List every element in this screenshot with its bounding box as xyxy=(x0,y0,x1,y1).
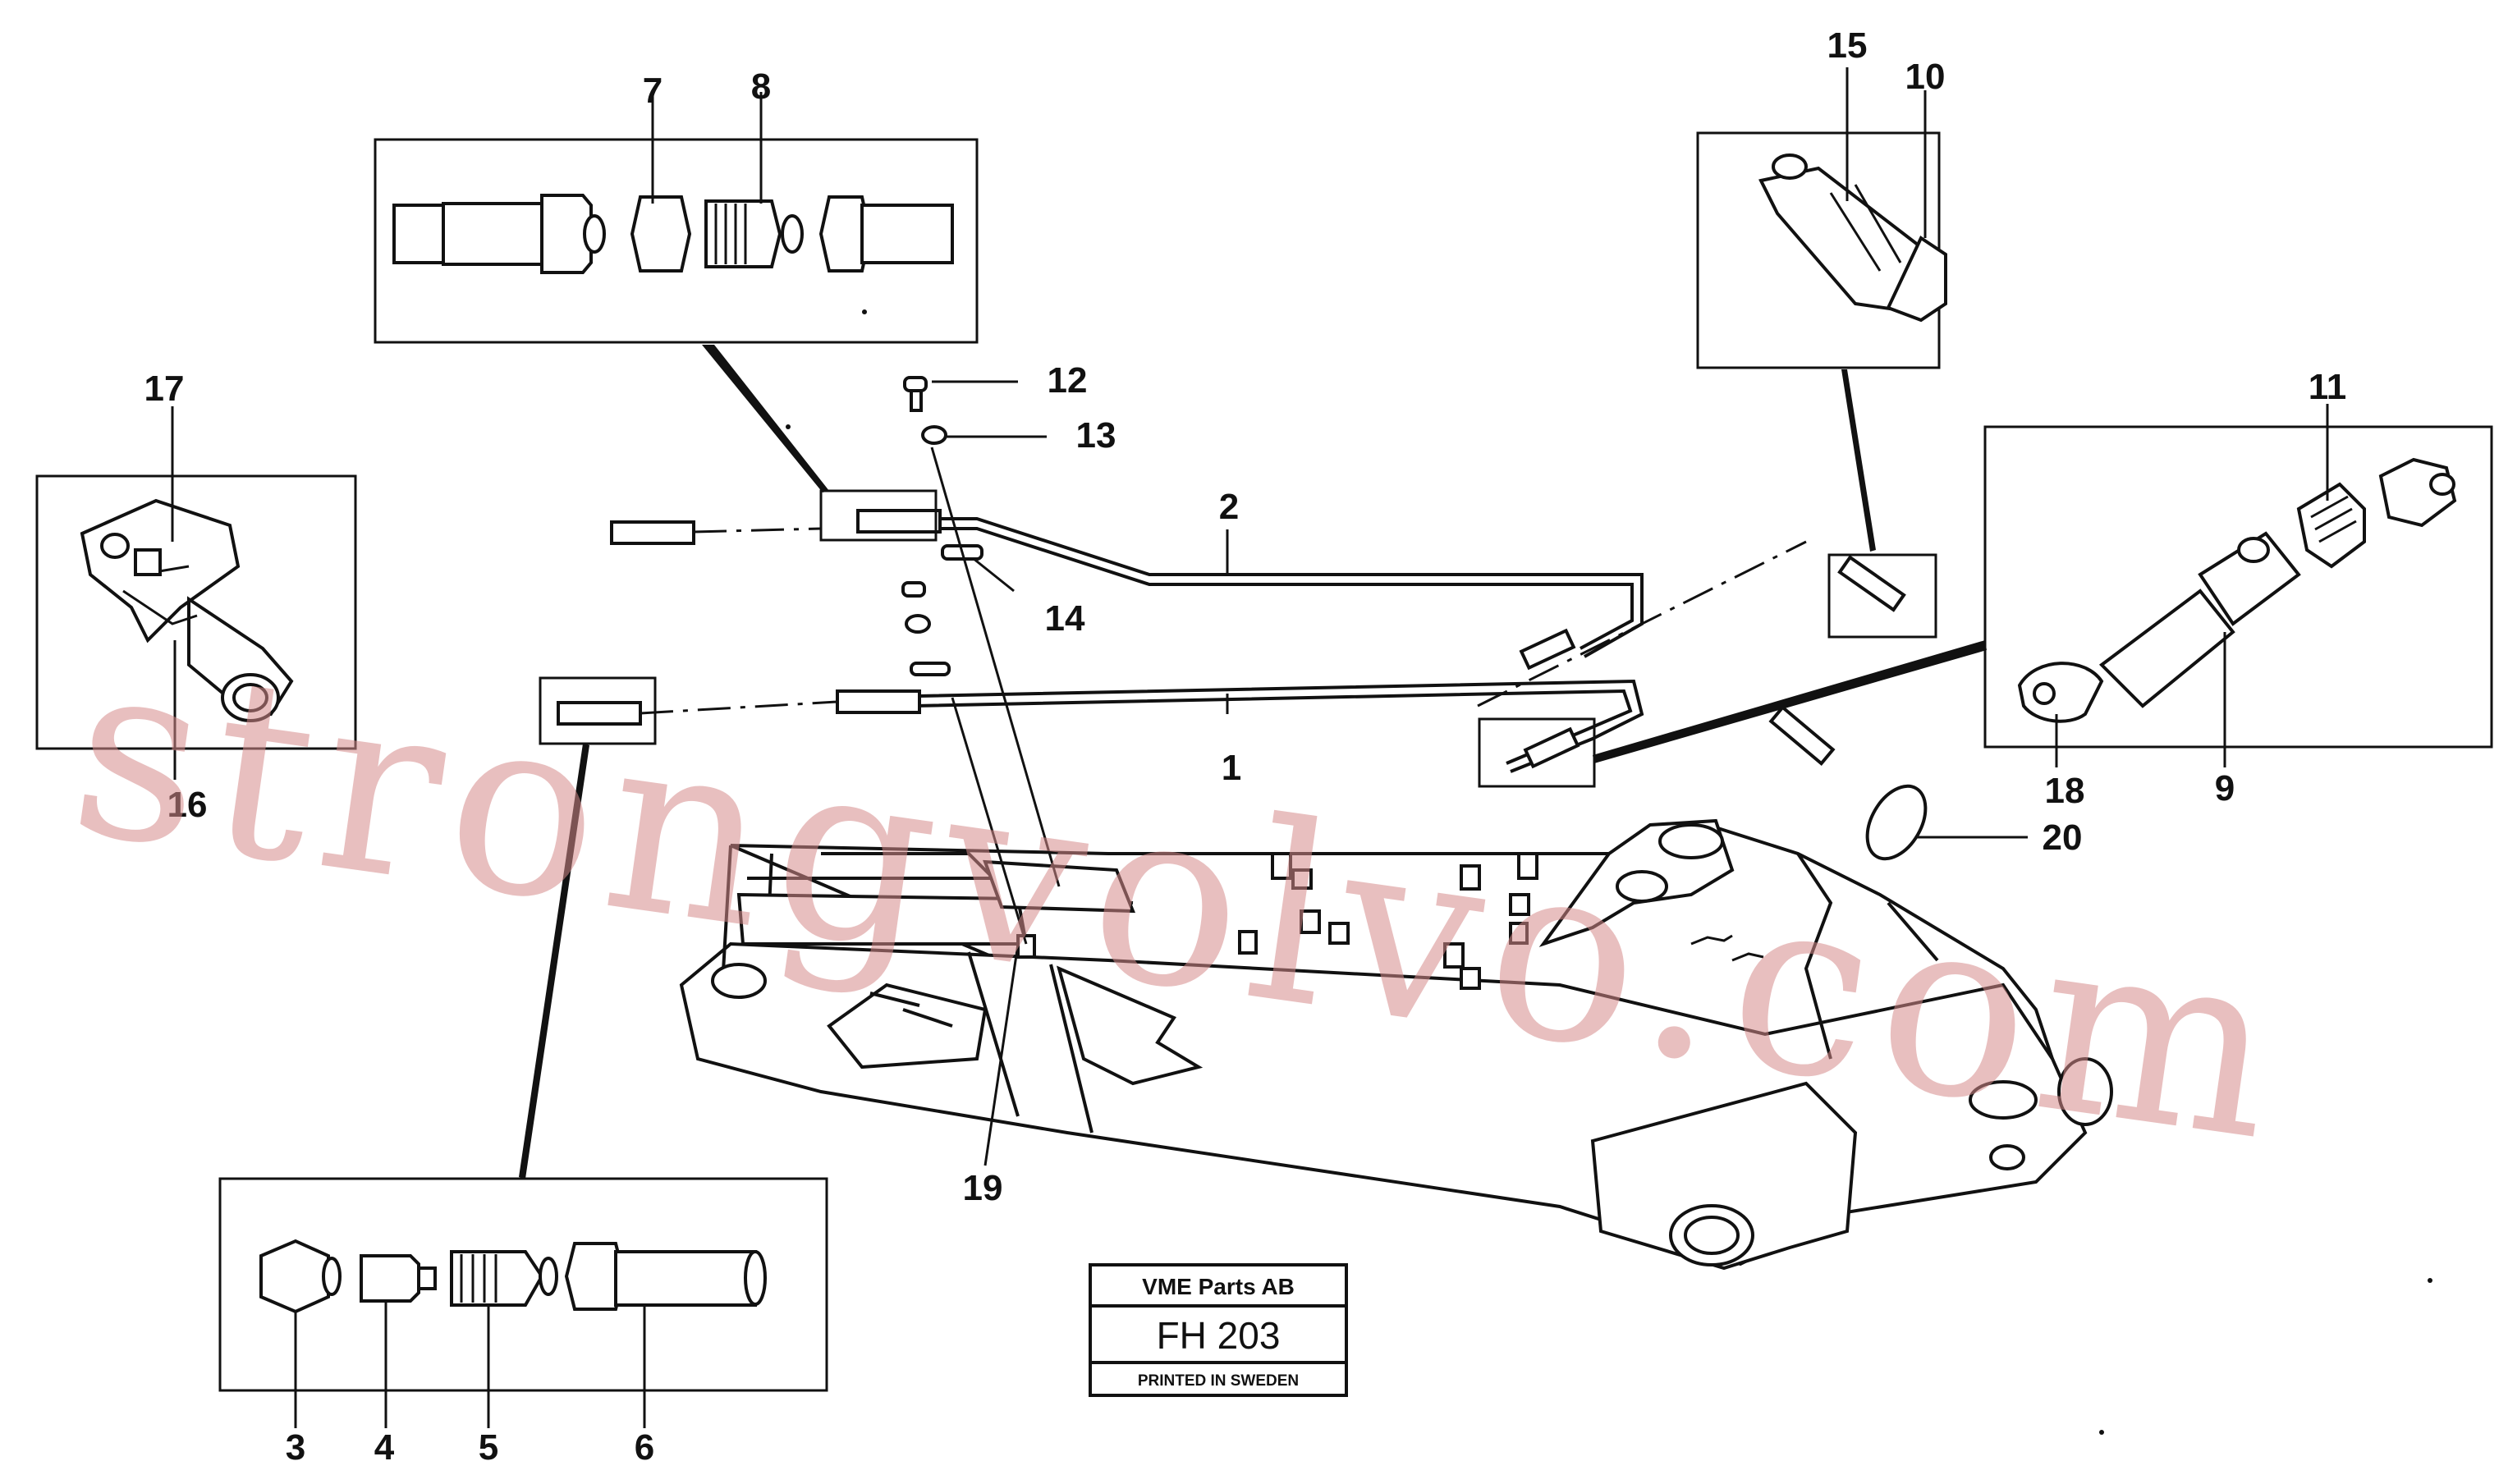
detail-box-clamp-16-17 xyxy=(35,474,357,750)
stamp-company: VME Parts AB xyxy=(1142,1274,1295,1299)
callout-13: 13 xyxy=(1076,415,1116,456)
callout-2: 2 xyxy=(1219,487,1239,527)
callout-12: 12 xyxy=(1048,360,1088,401)
callout-9: 9 xyxy=(2215,768,2235,808)
callout-19: 19 xyxy=(963,1168,1003,1208)
callout-labels: 1 2 3 4 5 6 7 8 9 10 11 12 13 14 15 16 1… xyxy=(144,25,2347,1468)
callout-3: 3 xyxy=(286,1427,305,1468)
callout-11: 11 xyxy=(2309,367,2347,407)
stamp-printed: PRINTED IN SWEDEN xyxy=(1138,1372,1299,1390)
leader-lines xyxy=(171,67,2329,1428)
callout-15: 15 xyxy=(1827,25,1868,66)
callout-7: 7 xyxy=(643,71,663,111)
callout-14: 14 xyxy=(1045,598,1085,639)
detail-box-fitting-15-10 xyxy=(1696,131,1947,552)
hydraulic-lines xyxy=(539,376,1937,945)
callout-20: 20 xyxy=(2043,818,2083,858)
detail-box-fittings-3-6 xyxy=(218,744,828,1392)
callout-6: 6 xyxy=(635,1427,654,1468)
boom-arm xyxy=(679,818,2113,1271)
callout-10: 10 xyxy=(1905,57,1946,97)
callout-16: 16 xyxy=(167,785,208,825)
callout-5: 5 xyxy=(479,1427,498,1468)
callout-1: 1 xyxy=(1222,748,1241,788)
detail-box-fittings-9-11-18 xyxy=(1593,425,2493,763)
callout-4: 4 xyxy=(374,1427,395,1468)
callout-18: 18 xyxy=(2045,771,2085,811)
drawing-stamp: VME Parts AB FH 203 PRINTED IN SWEDEN xyxy=(1089,1263,1348,1397)
callout-8: 8 xyxy=(751,66,771,107)
stamp-code: FH 203 xyxy=(1157,1314,1281,1357)
detail-box-fittings-7-8 xyxy=(374,138,979,492)
callout-17: 17 xyxy=(144,369,185,409)
